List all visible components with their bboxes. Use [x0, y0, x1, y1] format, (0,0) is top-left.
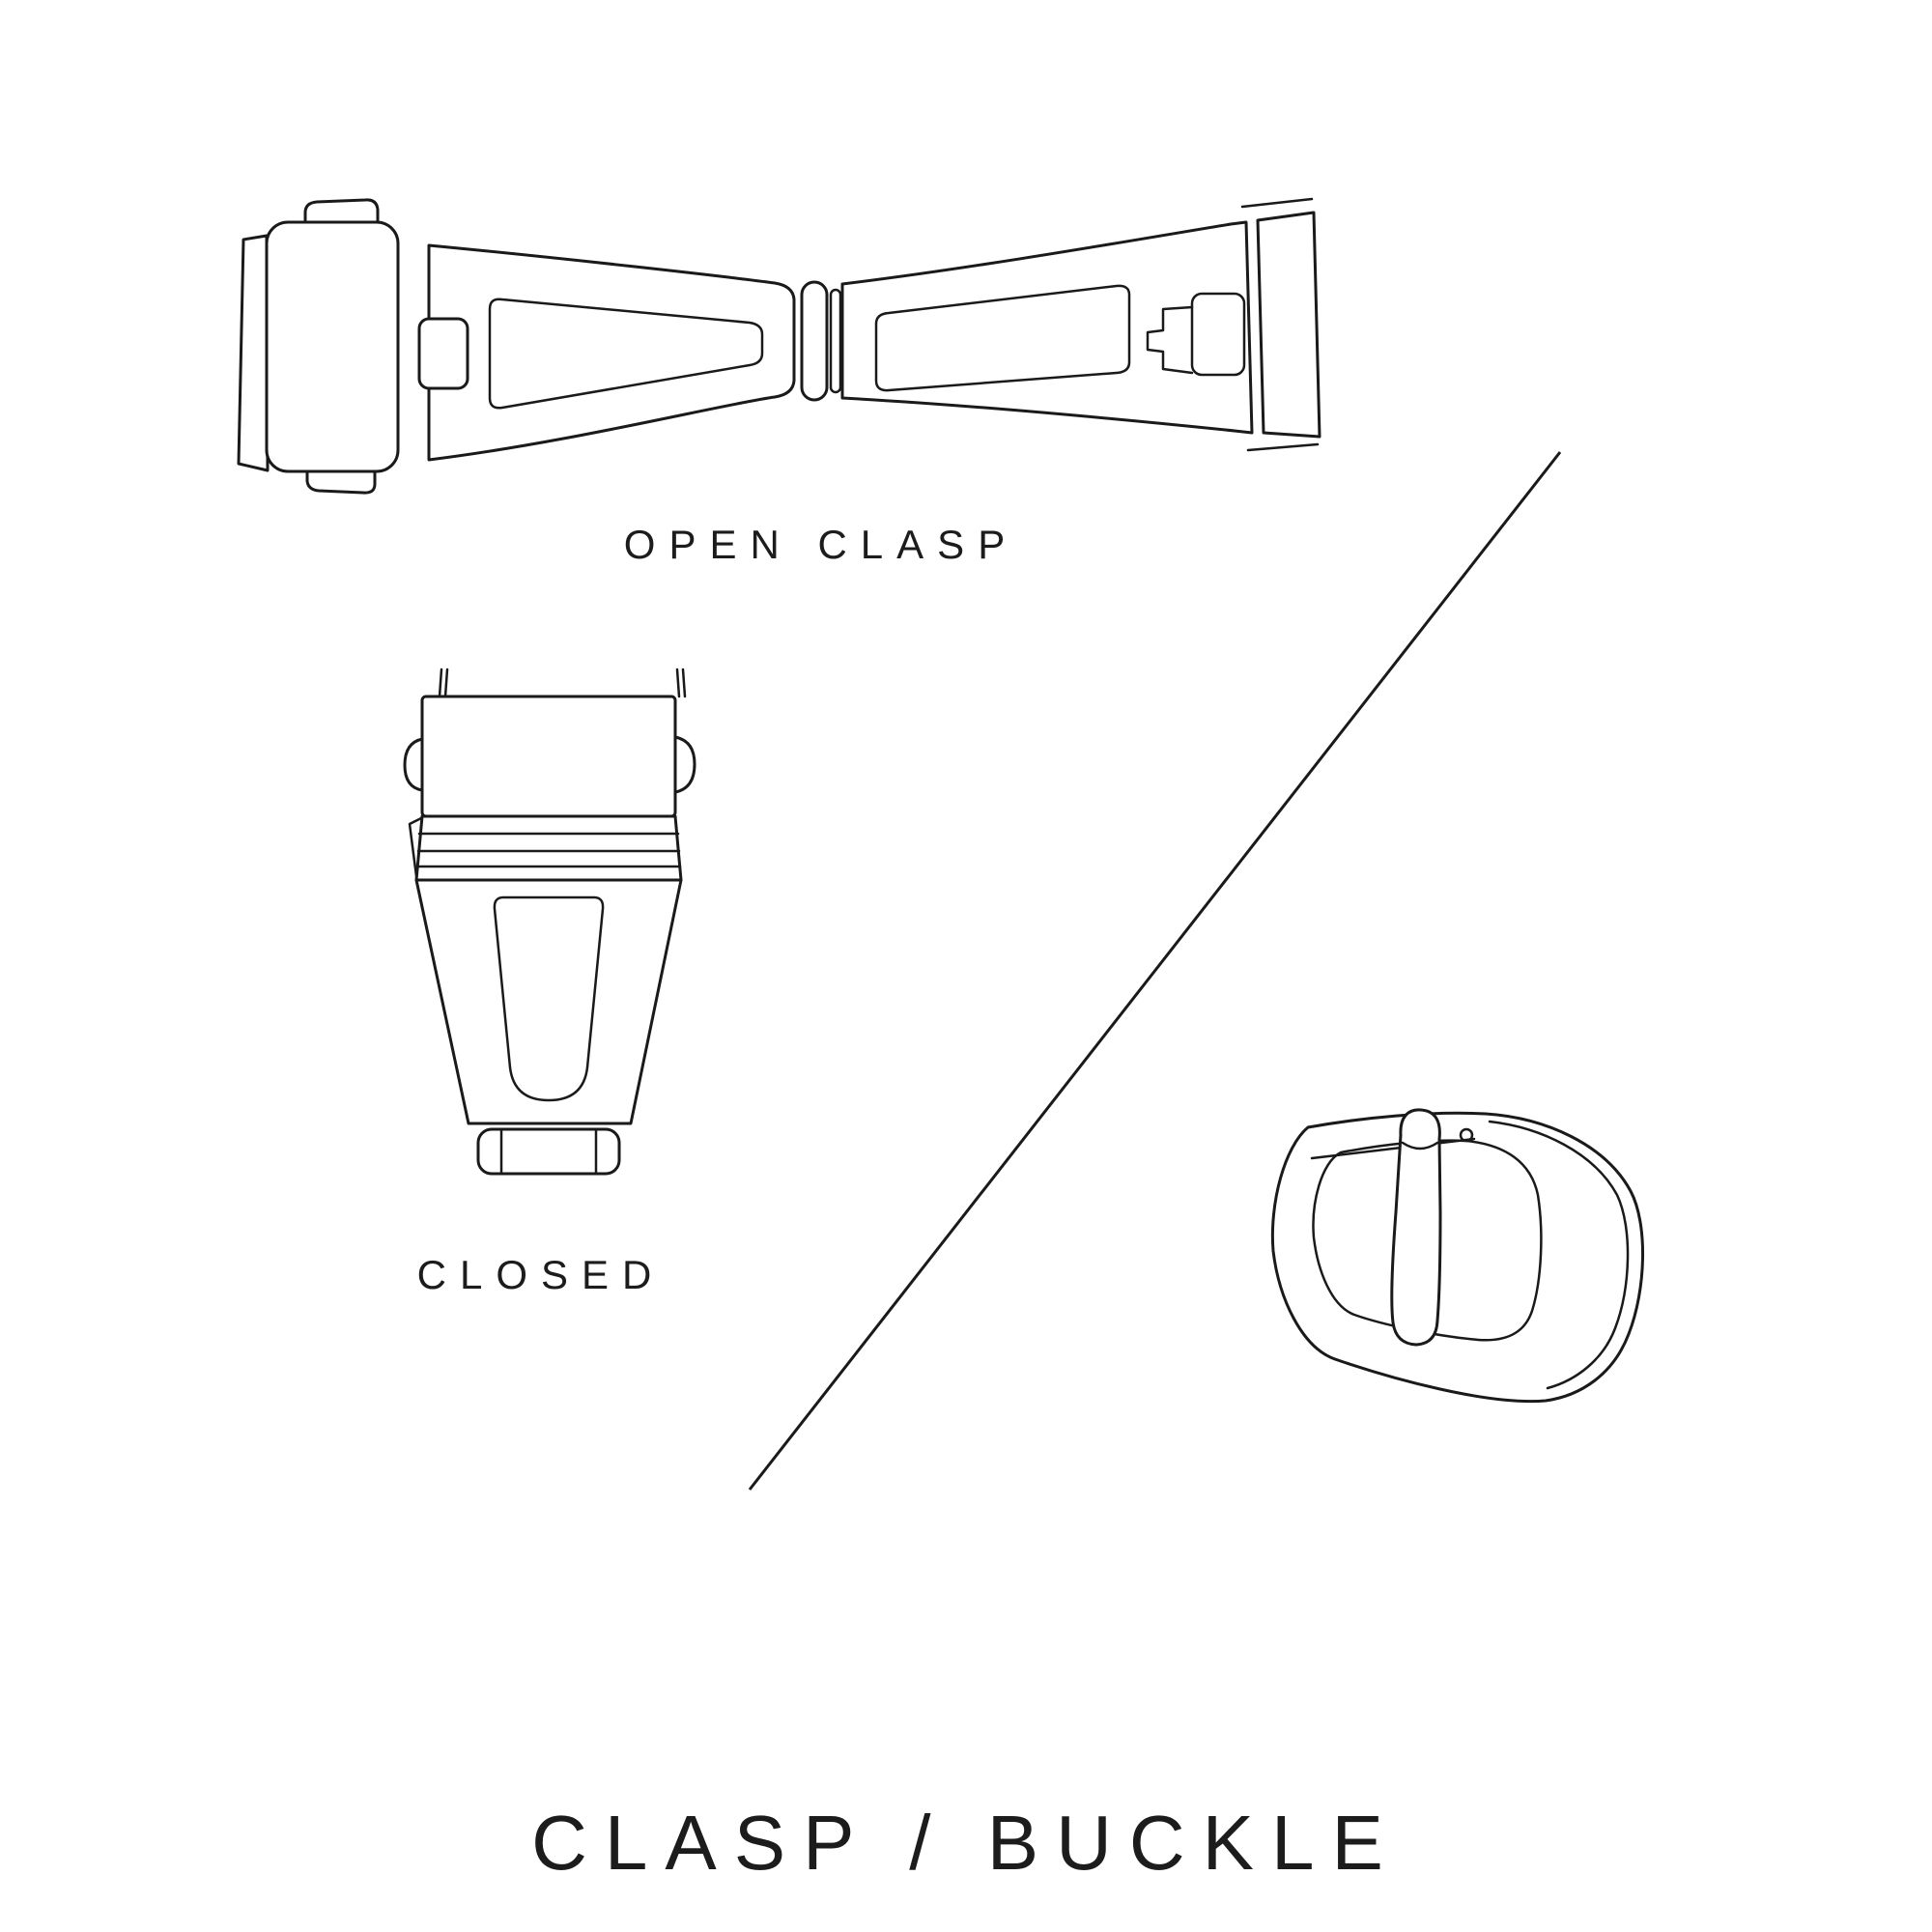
buckle-illustration: [1246, 1106, 1662, 1439]
open-clasp-illustration: [222, 184, 1323, 512]
clasp-left-end-link: [237, 198, 400, 495]
closed-clasp-svg: [403, 668, 696, 1176]
closed-clasp-foot: [476, 1127, 621, 1176]
closed-clasp-top-box: [403, 695, 696, 818]
buckle-prong: [1390, 1108, 1442, 1347]
clasp-right-end-plate: [1240, 197, 1321, 452]
open-clasp-svg: [237, 197, 1321, 495]
closed-clasp-prongs: [438, 668, 687, 698]
buckle-pin: [1310, 1127, 1476, 1160]
closed-clasp-label: CLOSED: [416, 1252, 666, 1297]
buckle-svg: [1270, 1108, 1645, 1404]
page-title: CLASP / BUCKLE: [531, 1800, 1401, 1886]
clasp-right-arm: [840, 220, 1254, 435]
clasp-left-arm: [417, 243, 796, 462]
closed-clasp-illustration: [401, 662, 710, 1212]
closed-clasp-band: [408, 814, 683, 882]
clasp-center-hinge: [800, 280, 842, 402]
open-clasp-label: OPEN CLASP: [623, 522, 1019, 567]
closed-clasp-body: [414, 878, 683, 1125]
